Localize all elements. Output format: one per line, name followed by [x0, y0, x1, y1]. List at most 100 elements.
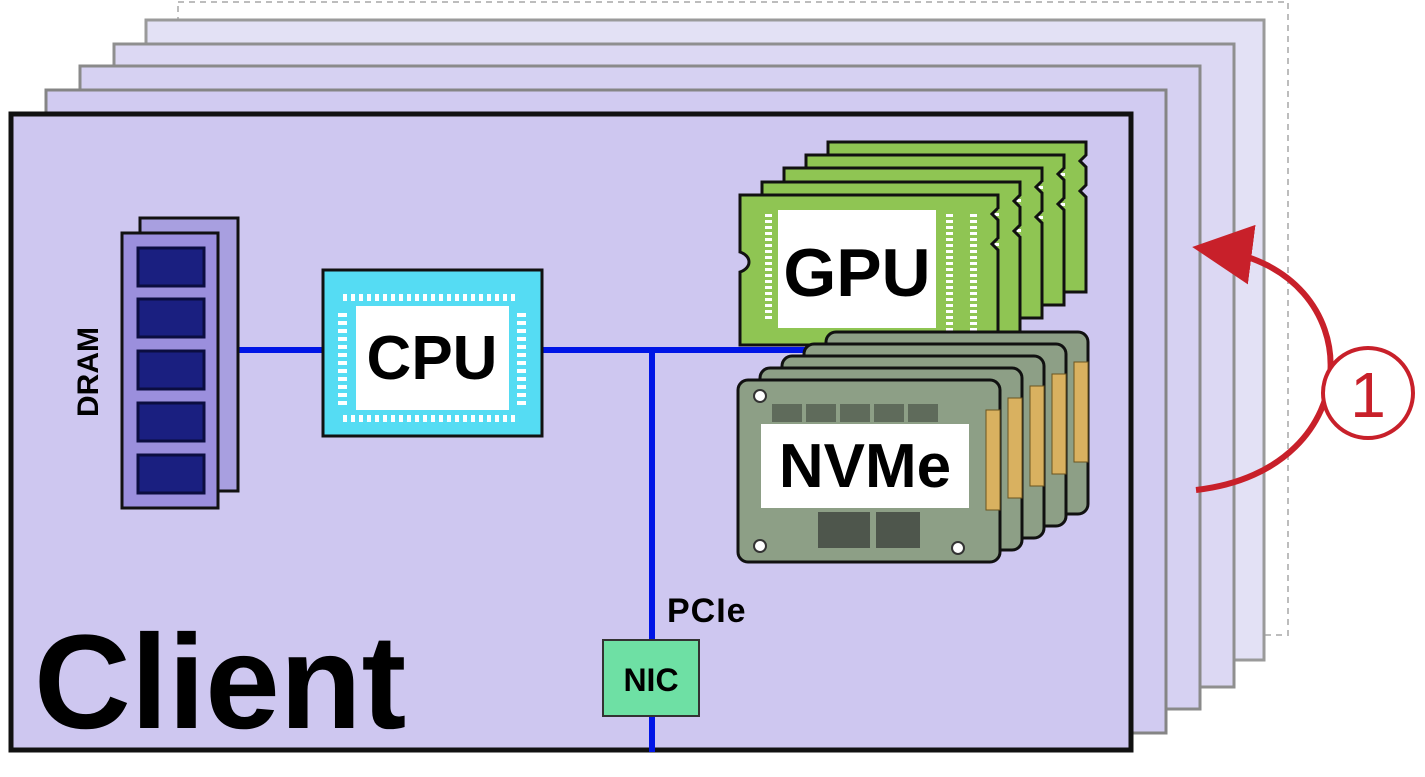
gpu-contact	[992, 243, 999, 246]
cpu-pin	[495, 294, 499, 301]
gpu-contact	[765, 220, 772, 223]
nvme-screw-hole	[753, 389, 767, 403]
dram-label: DRAM	[72, 327, 105, 417]
nvme-connector	[1073, 361, 1089, 463]
gpu-contact	[946, 232, 953, 235]
cpu-pin	[455, 294, 459, 301]
gpu-contact	[946, 220, 953, 223]
nvme-drives: NVMe	[736, 330, 1090, 564]
gpu-contact	[970, 238, 977, 241]
cpu-pin	[439, 415, 443, 422]
gpu-contact	[970, 232, 977, 235]
cpu-pin	[343, 294, 347, 301]
cpu-pin	[338, 321, 347, 325]
cpu-pin	[367, 415, 371, 422]
cpu-pin	[463, 294, 467, 301]
cpu-pin	[375, 415, 379, 422]
cpu-pin	[471, 294, 475, 301]
cpu-pin	[447, 415, 451, 422]
nvme-connector	[1007, 397, 1023, 499]
cpu-pin	[479, 415, 483, 422]
cpu-pin	[375, 294, 379, 301]
cpu-pin	[383, 415, 387, 422]
gpu-contact	[970, 250, 977, 253]
gpu-contact	[946, 292, 953, 295]
cpu-pin	[495, 415, 499, 422]
gpu-contact	[970, 298, 977, 301]
gpu-contact	[946, 298, 953, 301]
cpu-pin	[487, 294, 491, 301]
cpu-pin	[338, 393, 347, 397]
cpu-pin	[383, 294, 387, 301]
nic-box	[602, 639, 700, 717]
nvme-drive	[736, 378, 1002, 564]
step-annotation: 1	[1192, 224, 1415, 493]
gpu-contact	[970, 214, 977, 217]
cpu-pin	[391, 415, 395, 422]
dram-chip	[136, 349, 206, 391]
gpu-contact	[765, 244, 772, 247]
gpu-contact	[765, 286, 772, 289]
cpu-pin	[423, 415, 427, 422]
gpu-contact	[970, 316, 977, 319]
gpu-contact	[765, 214, 772, 217]
gpu-contact	[765, 274, 772, 277]
cpu-pin	[338, 377, 347, 381]
gpu-contact	[970, 226, 977, 229]
dram-modules: DRAM	[72, 216, 240, 510]
nic-card: NIC	[602, 639, 700, 717]
gpu-contact	[946, 244, 953, 247]
cpu-pin	[415, 415, 419, 422]
cpu-pin	[511, 415, 515, 422]
cpu-pin	[338, 401, 347, 405]
gpu-contact	[970, 292, 977, 295]
nvme-chip	[876, 512, 920, 548]
gpu-contact	[946, 226, 953, 229]
gpu-label: GPU	[783, 235, 930, 311]
gpu-contact	[765, 298, 772, 301]
cpu-pin	[517, 345, 526, 349]
cpu-pin	[517, 401, 526, 405]
dram-chip	[136, 401, 206, 443]
gpu-contact	[970, 220, 977, 223]
cpu-pin	[503, 294, 507, 301]
cpu-pin	[511, 294, 515, 301]
cpu-pin	[338, 385, 347, 389]
gpu-contact	[765, 226, 772, 229]
cpu-pin	[338, 337, 347, 341]
cpu-pin	[407, 415, 411, 422]
nvme-chip	[806, 404, 836, 422]
nvme-screw-hole	[753, 539, 767, 553]
gpu-contact	[765, 304, 772, 307]
cpu-pin	[367, 294, 371, 301]
cpu-pin	[359, 415, 363, 422]
step-number-circle	[1321, 346, 1415, 440]
gpu-contact	[946, 250, 953, 253]
nvme-label: NVMe	[779, 432, 951, 501]
gpu-contact	[946, 280, 953, 283]
dram-chip	[136, 246, 206, 288]
gpu-contact	[970, 304, 977, 307]
gpu-contact	[765, 262, 772, 265]
gpu-contact	[970, 262, 977, 265]
nvme-chip	[874, 404, 904, 422]
gpu-cards: GPU	[738, 140, 1088, 347]
gpu-contact	[970, 322, 977, 325]
cpu-pin	[399, 415, 403, 422]
cpu-pin	[399, 294, 403, 301]
cpu-pin	[338, 361, 347, 365]
cpu-pin	[463, 415, 467, 422]
gpu-contact	[946, 304, 953, 307]
nvme-label-plate	[761, 424, 969, 508]
gpu-contact	[946, 214, 953, 217]
gpu-contact	[970, 244, 977, 247]
cpu-pin	[455, 415, 459, 422]
gpu-contact	[992, 213, 999, 216]
nvme-connector	[1051, 373, 1067, 475]
gpu-card	[738, 193, 1000, 347]
cpu-pin	[431, 294, 435, 301]
gpu-contact	[946, 268, 953, 271]
cpu-pin	[343, 415, 347, 422]
gpu-contact	[946, 274, 953, 277]
gpu-contact	[765, 280, 772, 283]
